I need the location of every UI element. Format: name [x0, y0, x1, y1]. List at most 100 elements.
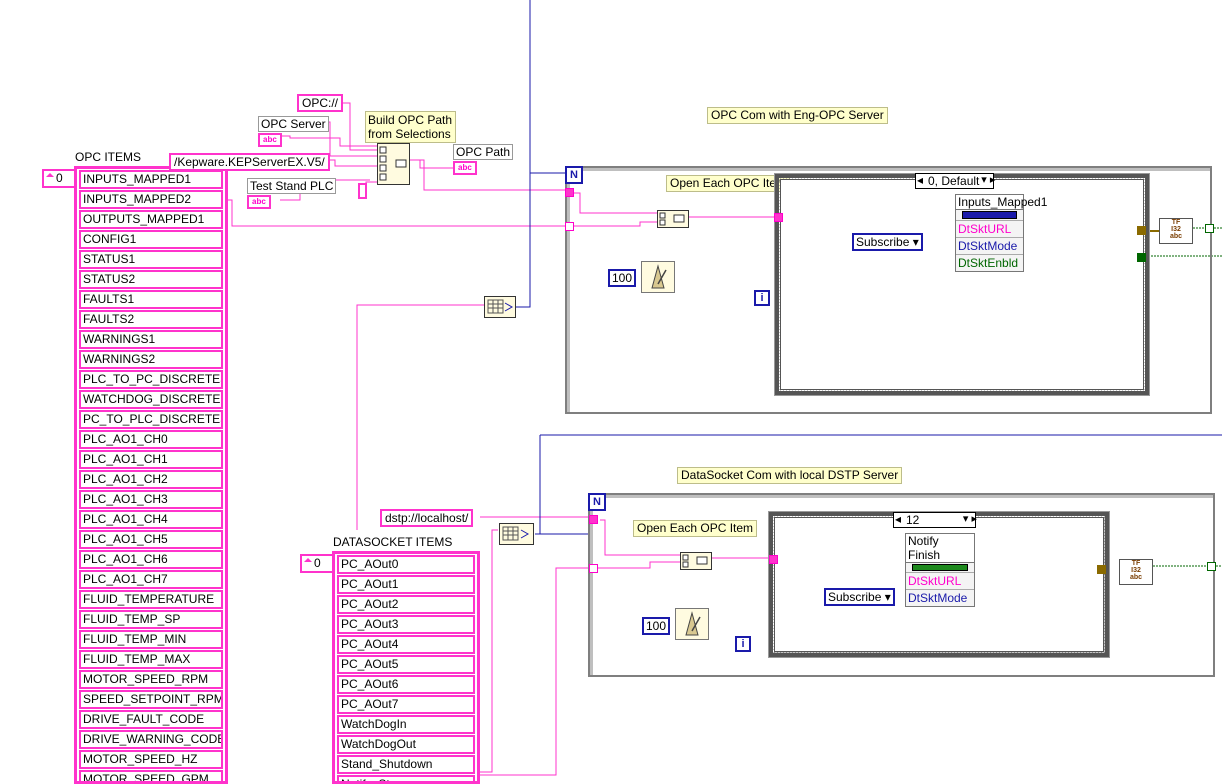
opc-items-item[interactable]: MOTOR_SPEED_HZ — [79, 750, 223, 769]
opc-items-item[interactable]: PC_TO_PLC_DISCRETES — [79, 410, 223, 429]
loop2-prop-dtsktmode[interactable]: DtSktMode — [906, 589, 974, 606]
loop1-prop-dtsktmode[interactable]: DtSktMode — [956, 237, 1023, 254]
opc-items-index[interactable]: 0 — [42, 169, 76, 188]
loop2-case-tunnel — [769, 555, 778, 564]
opc-items-item[interactable]: FLUID_TEMP_MIN — [79, 630, 223, 649]
opc-items-item[interactable]: FLUID_TEMPERATURE — [79, 590, 223, 609]
opc-items-item[interactable]: OUTPUTS_MAPPED1 — [79, 210, 223, 229]
opc-items-item[interactable]: PLC_AO1_CH4 — [79, 510, 223, 529]
metronome-icon-loop2[interactable] — [675, 608, 709, 640]
opc-path-label: OPC Path — [453, 144, 514, 160]
opc-prefix-constant[interactable]: OPC:// — [297, 94, 344, 112]
loop1-property-node-header: Inputs_Mapped1 — [956, 195, 1048, 210]
opc-items-item[interactable]: FAULTS1 — [79, 290, 223, 309]
datasocket-for-loop[interactable] — [588, 493, 1215, 677]
datasocket-items-item[interactable]: PC_AOut7 — [337, 695, 475, 714]
test-stand-plc-control[interactable]: abc — [247, 195, 271, 209]
loop2-dstp-tunnel — [589, 515, 598, 524]
opc-items-item[interactable]: DRIVE_WARNING_CODE — [79, 730, 223, 749]
loop2-subscribe-text: Subscribe — [828, 590, 882, 604]
opc-items-item[interactable]: WARNINGS2 — [79, 350, 223, 369]
loop2-wait-constant[interactable]: 100 — [642, 617, 671, 635]
dstp-url-constant[interactable]: dstp://localhost/ — [380, 509, 474, 527]
opc-items-item[interactable]: SPEED_SETPOINT_RPM — [79, 690, 223, 709]
opc-items-item[interactable]: DRIVE_FAULT_CODE — [79, 710, 223, 729]
table-constant-icon-1[interactable] — [484, 296, 516, 318]
datasocket-items-item[interactable]: Notify_Stop — [337, 775, 475, 781]
opc-items-item[interactable]: WARNINGS1 — [79, 330, 223, 349]
opc-items-item[interactable]: INPUTS_MAPPED2 — [79, 190, 223, 209]
datasocket-items-item[interactable]: PC_AOut2 — [337, 595, 475, 614]
opc-items-item[interactable]: INPUTS_MAPPED1 — [79, 170, 223, 189]
loop2-variant-tunnel — [1097, 565, 1106, 574]
separator-constant[interactable] — [358, 183, 367, 199]
loop1-output-tunnel — [1205, 224, 1214, 233]
loop1-bool-tunnel — [1137, 253, 1146, 262]
loop2-prop-dtskturl[interactable]: DtSktURL — [906, 572, 974, 589]
opc-items-item[interactable]: FLUID_TEMP_MAX — [79, 650, 223, 669]
loop1-prop-dtskturl[interactable]: DtSktURL — [956, 220, 1023, 237]
datasocket-items-item[interactable]: PC_AOut5 — [337, 655, 475, 674]
loop1-subscribe-enum[interactable]: Subscribe ▾ — [852, 233, 923, 251]
loop2-header-line2: Finish — [908, 548, 941, 562]
loop2-case-selector[interactable]: 12 — [893, 512, 977, 528]
opc-items-item[interactable]: MOTOR_SPEED_RPM — [79, 670, 223, 689]
opc-server-control[interactable]: abc — [258, 133, 282, 147]
opc-items-item[interactable]: CONFIG1 — [79, 230, 223, 249]
opc-items-item[interactable]: PLC_AO1_CH7 — [79, 570, 223, 589]
opc-items-item[interactable]: PLC_TO_PC_DISCRETES — [79, 370, 223, 389]
datasocket-items-index[interactable]: 0 — [300, 554, 334, 573]
opc-items-item[interactable]: MOTOR_SPEED_GPM — [79, 770, 223, 781]
loop2-header-line1: Notify — [908, 534, 939, 548]
table-constant-icon-2[interactable] — [499, 523, 534, 545]
opc-items-item[interactable]: PLC_AO1_CH0 — [79, 430, 223, 449]
opc-items-label: OPC ITEMS — [75, 150, 142, 164]
opc-items-item[interactable]: STATUS1 — [79, 250, 223, 269]
opc-items-item[interactable]: PLC_AO1_CH3 — [79, 490, 223, 509]
loop1-prop-dtsktenbld[interactable]: DtSktEnbld — [956, 254, 1023, 271]
loop2-iteration-terminal: i — [735, 636, 751, 652]
opc-items-item[interactable]: FLUID_TEMP_SP — [79, 610, 223, 629]
open-each-opc-item-comment-2: Open Each OPC Item — [633, 520, 758, 537]
opc-items-item[interactable]: PLC_AO1_CH6 — [79, 550, 223, 569]
datasocket-items-item[interactable]: WatchDogIn — [337, 715, 475, 734]
loop2-property-node-header: Notify Finish — [906, 534, 974, 563]
datasocket-items-item[interactable]: Stand_Shutdown — [337, 755, 475, 774]
loop2-subscribe-enum[interactable]: Subscribe ▾ — [824, 588, 895, 606]
loop2-output-tunnel — [1207, 562, 1216, 571]
loop2-count-terminal[interactable]: N — [588, 493, 606, 511]
opc-items-item[interactable]: PLC_AO1_CH5 — [79, 530, 223, 549]
loop1-property-node[interactable]: Inputs_Mapped1 DtSktURL DtSktMode DtSktE… — [955, 194, 1048, 272]
loop1-variant-tunnel — [1137, 226, 1146, 235]
opc-items-item[interactable]: WATCHDOG_DISCRETES — [79, 390, 223, 409]
loop1-items-tunnel — [565, 222, 574, 231]
build-opc-path-comment: Build OPC Path from Selections — [365, 111, 456, 143]
loop1-subscribe-text: Subscribe — [856, 235, 910, 249]
opc-items-item[interactable]: FAULTS2 — [79, 310, 223, 329]
opc-for-loop[interactable] — [565, 166, 1212, 414]
opc-items-item[interactable]: STATUS2 — [79, 270, 223, 289]
loop2-concat-node[interactable] — [680, 552, 712, 570]
metronome-icon-loop1[interactable] — [641, 261, 675, 293]
kepware-path-constant[interactable]: /Kepware.KEPServerEX.V5/ — [169, 153, 330, 171]
loop1-count-terminal[interactable]: N — [565, 166, 583, 184]
opc-items-item[interactable]: PLC_AO1_CH1 — [79, 450, 223, 469]
datasocket-items-label: DATASOCKET ITEMS — [333, 535, 453, 549]
opc-items-item[interactable]: PLC_AO1_CH2 — [79, 470, 223, 489]
datasocket-items-item[interactable]: PC_AOut6 — [337, 675, 475, 694]
opc-path-indicator[interactable]: abc — [453, 161, 477, 175]
concatenate-strings-node[interactable] — [377, 143, 410, 185]
loop2-property-node[interactable]: Notify Finish DtSktURL DtSktMode — [905, 533, 975, 607]
datasocket-items-item[interactable]: WatchDogOut — [337, 735, 475, 754]
datasocket-items-item[interactable]: PC_AOut4 — [337, 635, 475, 654]
datasocket-items-item[interactable]: PC_AOut3 — [337, 615, 475, 634]
datasocket-items-item[interactable]: PC_AOut1 — [337, 575, 475, 594]
datasocket-items-item[interactable]: PC_AOut0 — [337, 555, 475, 574]
loop1-wait-constant[interactable]: 100 — [608, 269, 637, 287]
loop1-concat-node[interactable] — [657, 210, 689, 228]
loop1-case-selector[interactable]: 0, Default — [915, 173, 996, 189]
